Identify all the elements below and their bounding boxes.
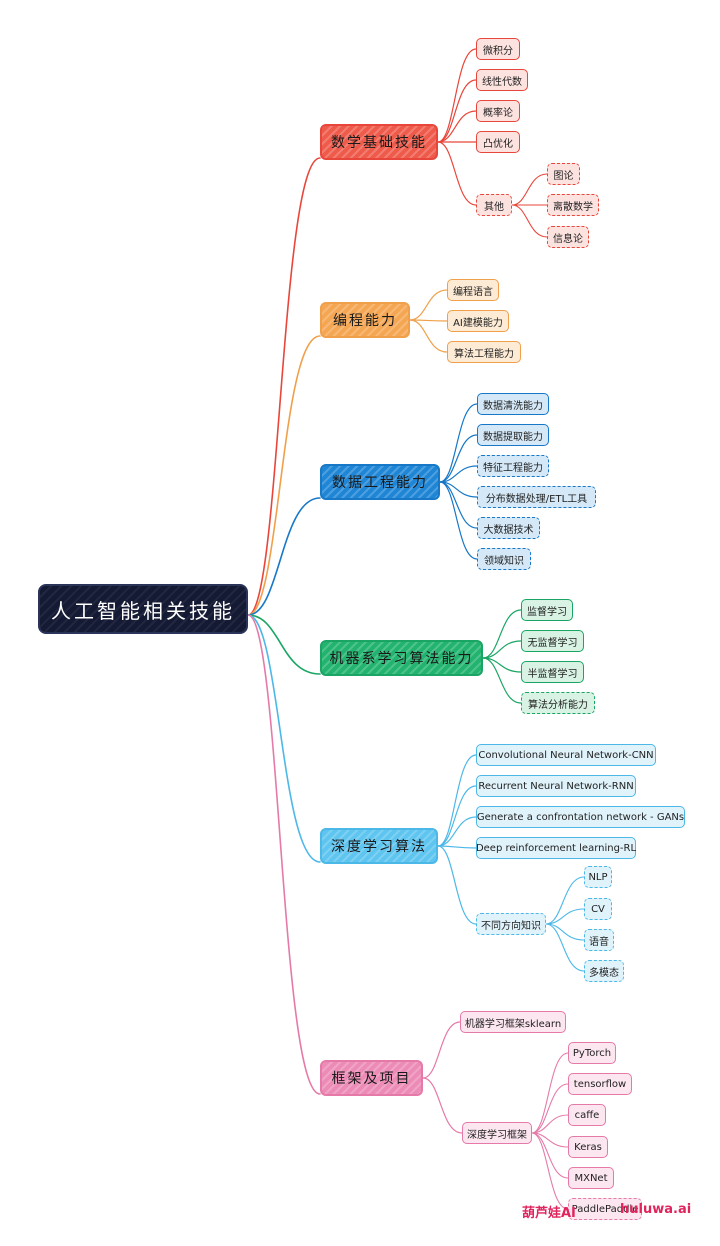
connector-dl-4-1 xyxy=(545,908,585,925)
connector-ml-3 xyxy=(482,657,522,704)
node-math-1[interactable]: 线性代数 xyxy=(476,69,528,91)
node-dl-4-0[interactable]: NLP xyxy=(584,866,612,888)
connector-coding-0 xyxy=(409,289,448,321)
node-fw-1-3[interactable]: Keras xyxy=(568,1136,608,1158)
node-data-5[interactable]: 领域知识 xyxy=(477,548,531,570)
node-fw-1-1[interactable]: tensorflow xyxy=(568,1073,632,1095)
connector-fw-1 xyxy=(422,1077,463,1134)
connector-dl-3 xyxy=(437,845,477,849)
node-fw-1-5[interactable]: PaddlePaddle xyxy=(568,1198,642,1220)
node-dl-3[interactable]: Deep reinforcement learning-RL xyxy=(476,837,636,859)
node-fw-1-0[interactable]: PyTorch xyxy=(568,1042,616,1064)
connector-root-dl xyxy=(247,614,321,863)
node-math-4-1[interactable]: 离散数学 xyxy=(547,194,599,216)
node-fw-1[interactable]: 深度学习框架 xyxy=(462,1122,532,1144)
node-data-1[interactable]: 数据提取能力 xyxy=(477,424,549,446)
branch-fw[interactable]: 框架及项目 xyxy=(320,1060,423,1096)
node-dl-0[interactable]: Convolutional Neural Network-CNN xyxy=(476,744,656,766)
connector-root-coding xyxy=(247,335,321,616)
connector-data-5 xyxy=(439,481,478,560)
node-coding-1[interactable]: AI建模能力 xyxy=(447,310,509,332)
connector-fw-1-2 xyxy=(531,1114,569,1134)
branch-math[interactable]: 数学基础技能 xyxy=(320,124,438,160)
node-ml-3[interactable]: 算法分析能力 xyxy=(521,692,595,714)
connector-fw-1-1 xyxy=(531,1083,569,1134)
watermark-right: huluwa.ai xyxy=(620,1202,692,1217)
node-fw-1-4[interactable]: MXNet xyxy=(568,1167,614,1189)
node-ml-2[interactable]: 半监督学习 xyxy=(521,661,584,683)
connector-dl-4-0 xyxy=(545,876,585,925)
node-ml-0[interactable]: 监督学习 xyxy=(521,599,573,621)
connector-dl-1 xyxy=(437,785,477,847)
connector-fw-1-0 xyxy=(531,1052,569,1134)
node-math-3[interactable]: 凸优化 xyxy=(476,131,520,153)
node-ml-1[interactable]: 无监督学习 xyxy=(521,630,584,652)
connector-fw-1-5 xyxy=(531,1132,569,1210)
connector-coding-2 xyxy=(409,319,448,353)
node-math-2[interactable]: 概率论 xyxy=(476,100,520,122)
node-data-4[interactable]: 大数据技术 xyxy=(477,517,540,539)
connector-fw-1-4 xyxy=(531,1132,569,1179)
connector-dl-0 xyxy=(437,754,477,847)
node-dl-2[interactable]: Generate a confrontation network - GANs xyxy=(476,806,685,828)
branch-ml[interactable]: 机器系学习算法能力 xyxy=(320,640,483,676)
connector-dl-2 xyxy=(437,816,477,847)
connector-ml-1 xyxy=(482,640,522,659)
connector-math-1 xyxy=(437,79,477,143)
connector-data-0 xyxy=(439,403,478,483)
branch-dl[interactable]: 深度学习算法 xyxy=(320,828,438,864)
branch-coding[interactable]: 编程能力 xyxy=(320,302,410,338)
node-coding-0[interactable]: 编程语言 xyxy=(447,279,499,301)
connector-data-1 xyxy=(439,434,478,483)
root-node[interactable]: 人工智能相关技能 xyxy=(38,584,248,634)
node-math-4-2[interactable]: 信息论 xyxy=(547,226,589,248)
connector-math-0 xyxy=(437,48,477,143)
connector-root-fw xyxy=(247,614,321,1095)
connector-root-data xyxy=(247,497,321,616)
node-data-2[interactable]: 特征工程能力 xyxy=(477,455,549,477)
node-fw-0[interactable]: 机器学习框架sklearn xyxy=(460,1011,566,1033)
node-dl-4-3[interactable]: 多模态 xyxy=(584,960,624,982)
node-math-0[interactable]: 微积分 xyxy=(476,38,520,60)
branch-data[interactable]: 数据工程能力 xyxy=(320,464,440,500)
node-dl-4-2[interactable]: 语音 xyxy=(584,929,614,951)
connector-root-math xyxy=(247,157,321,616)
node-dl-1[interactable]: Recurrent Neural Network-RNN xyxy=(476,775,636,797)
connector-math-4-2 xyxy=(511,204,548,238)
connector-data-4 xyxy=(439,481,478,529)
connector-math-2 xyxy=(437,110,477,143)
connector-ml-0 xyxy=(482,609,522,659)
node-data-0[interactable]: 数据清洗能力 xyxy=(477,393,549,415)
node-math-4[interactable]: 其他 xyxy=(476,194,512,216)
node-dl-4-1[interactable]: CV xyxy=(584,898,612,920)
connector-math-4 xyxy=(437,141,477,206)
connector-dl-4-3 xyxy=(545,923,585,972)
connector-data-2 xyxy=(439,465,478,483)
connector-fw-0 xyxy=(422,1021,461,1079)
node-dl-4[interactable]: 不同方向知识 xyxy=(476,913,546,935)
node-data-3[interactable]: 分布数据处理/ETL工具 xyxy=(477,486,596,508)
connector-root-ml xyxy=(247,614,321,675)
node-coding-2[interactable]: 算法工程能力 xyxy=(447,341,521,363)
connector-dl-4 xyxy=(437,845,477,925)
node-math-4-0[interactable]: 图论 xyxy=(547,163,580,185)
node-fw-1-2[interactable]: caffe xyxy=(568,1104,606,1126)
connector-math-4-0 xyxy=(511,173,548,206)
watermark-left: 葫芦娃AI xyxy=(522,1206,576,1221)
